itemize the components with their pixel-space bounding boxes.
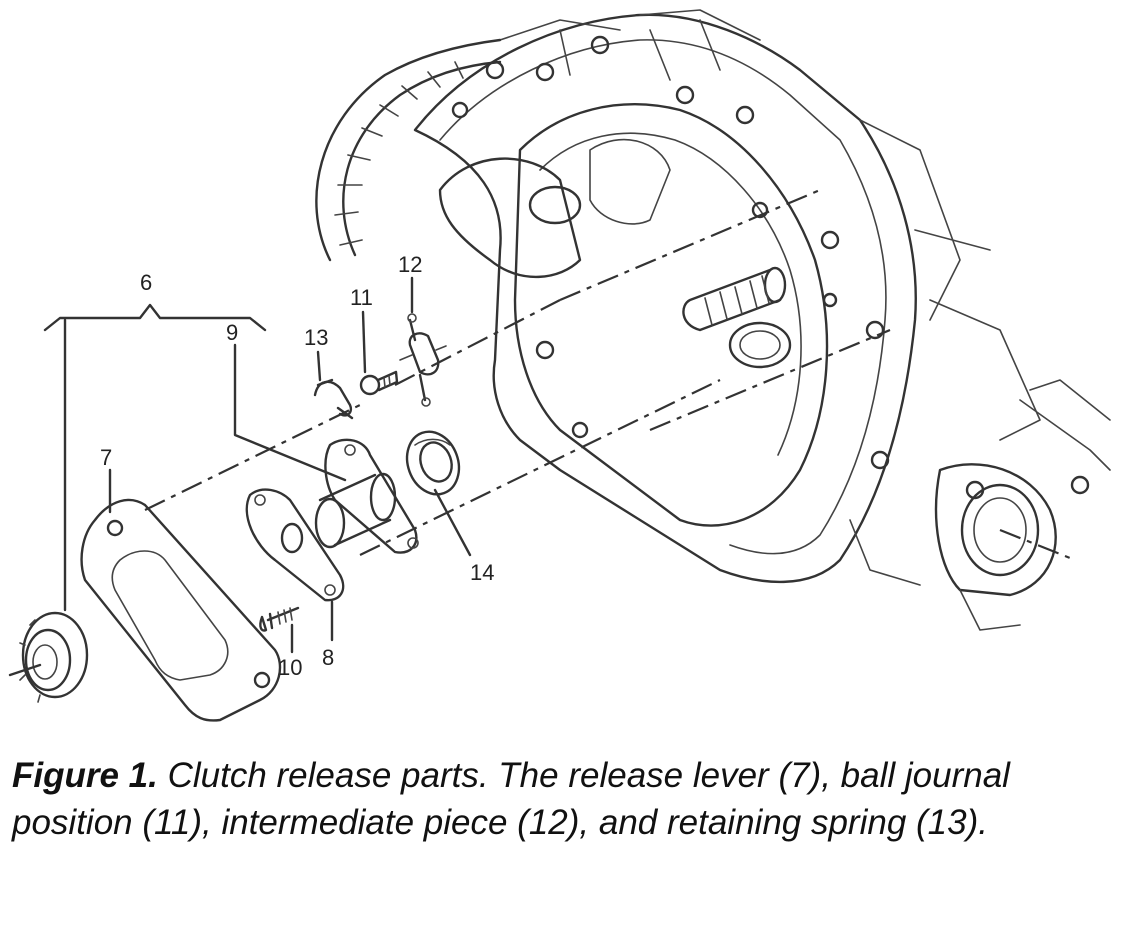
transmission-housing — [413, 9, 1111, 631]
callout-11: 11 — [350, 285, 373, 310]
guide-sleeve-part-9 — [314, 438, 419, 554]
callout-7: 7 — [100, 445, 112, 470]
callout-leaders — [43, 276, 472, 654]
bolt-part-10 — [259, 606, 300, 632]
callout-9: 9 — [226, 320, 238, 345]
figure-label: Figure 1. — [12, 756, 158, 795]
ball-journal-part-11 — [359, 370, 399, 396]
flywheel-ring — [315, 38, 502, 262]
callout-13: 13 — [304, 325, 328, 350]
assembly-lines — [144, 188, 1076, 562]
callout-12: 12 — [398, 252, 422, 277]
intermediate-piece-part-12 — [399, 313, 447, 407]
caption-text: Clutch release parts. The release lever … — [12, 756, 1010, 842]
release-lever-part-7 — [80, 498, 282, 722]
figure-caption: Figure 1. Clutch release parts. The rele… — [12, 752, 1107, 846]
seal-ring-part-14 — [405, 430, 461, 496]
gasket-part-8 — [245, 488, 345, 602]
exploded-parts-diagram: 6 7 8 9 10 11 12 13 14 — [8, 9, 1111, 722]
callout-14: 14 — [470, 560, 494, 585]
callout-8: 8 — [322, 645, 334, 670]
retaining-spring-part-13 — [313, 378, 354, 420]
callout-labels: 6 7 8 9 10 11 12 13 14 — [100, 252, 494, 680]
callout-10: 10 — [278, 655, 302, 680]
callout-6: 6 — [140, 270, 152, 295]
release-bearing — [8, 611, 89, 703]
